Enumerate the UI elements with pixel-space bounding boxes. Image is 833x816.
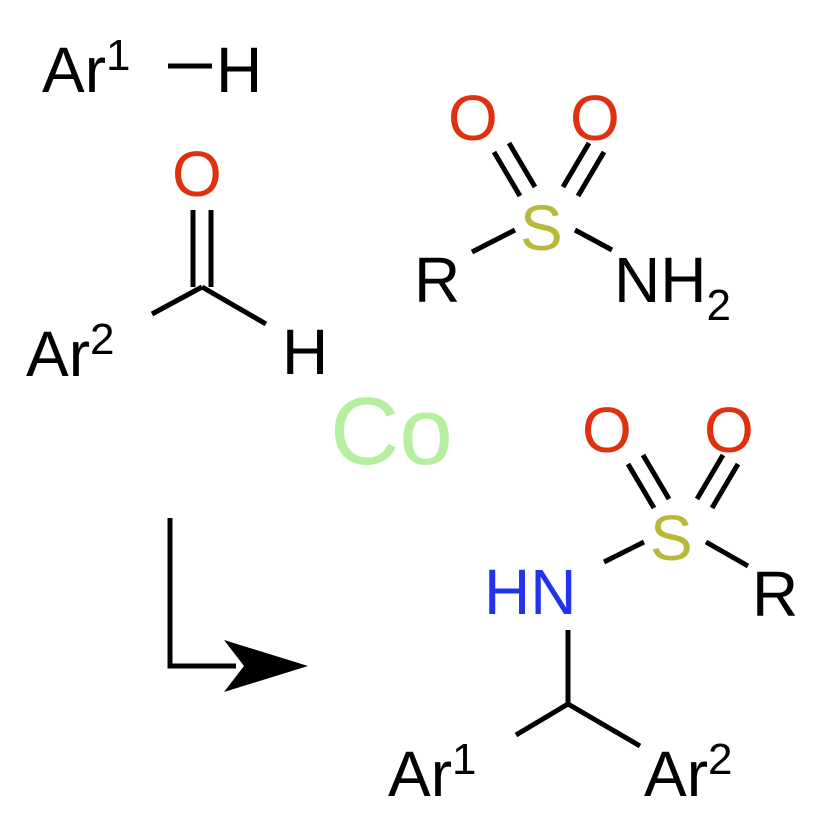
sulfonamide-so-bond-1a (491, 150, 523, 198)
arrow-head (224, 640, 308, 692)
product-sulfur: S (650, 502, 693, 574)
svg-text:NH2: NH2 (614, 244, 731, 330)
arene-superscript: 1 (106, 31, 130, 80)
sulfonamide-sn-bond (573, 227, 614, 253)
aldehyde-superscript: 2 (90, 315, 114, 364)
product-c-ar1-bond (514, 701, 570, 738)
arene-ar: Ar (42, 34, 106, 106)
sulfonamide-reactant: O O S R NH2 (414, 82, 731, 330)
product-sr-bond (704, 539, 750, 569)
product-so-bond-1b (640, 453, 672, 501)
arene-h: H (216, 34, 262, 106)
sulfonamide-rs-bond (470, 227, 517, 255)
aldehyde-h-bond (200, 284, 268, 327)
sulfonamide-oxygen-1: O (448, 82, 498, 154)
product-ar1-superscript: 1 (452, 735, 476, 784)
svg-text:Ar2: Ar2 (644, 735, 732, 810)
product-ar2-superscript: 2 (708, 735, 732, 784)
sulfonamide-so-bond-2a (560, 141, 592, 189)
product-ns-bond (602, 539, 646, 565)
sulfonamide-sulfur: S (520, 192, 563, 264)
sulfonamide-nh: NH (614, 244, 706, 316)
svg-text:Ar1: Ar1 (388, 735, 476, 810)
aldehyde-h: H (282, 316, 328, 388)
aldehyde-oxygen: O (172, 138, 222, 210)
reaction-arrow (167, 518, 308, 692)
svg-text:Ar2: Ar2 (26, 315, 114, 390)
sulfonamide-so-bond-2b (575, 150, 607, 198)
aldehyde-ar-bond (150, 284, 204, 317)
product-so-bond-1a (625, 462, 657, 510)
aldehyde-ar: Ar (26, 318, 90, 390)
product-r: R (752, 558, 798, 630)
catalyst-label: Co (330, 378, 453, 485)
product-c-ar2-bond (566, 701, 642, 749)
svg-text:Ar1: Ar1 (42, 31, 130, 106)
product: O O S R HN Ar1 Ar2 (388, 394, 798, 810)
sulfonamide-so-bond-1b (506, 141, 538, 189)
product-nh: HN (484, 556, 576, 628)
sulfonamide-oxygen-2: O (570, 82, 620, 154)
sulfonamide-r: R (414, 244, 460, 316)
arene-reactant: Ar1 H (42, 31, 262, 106)
product-ar1: Ar (388, 738, 452, 810)
aldehyde-reactant: O Ar2 H (26, 138, 328, 390)
product-oxygen-1: O (582, 394, 632, 466)
product-so-bond-2b (709, 462, 741, 510)
product-so-bond-2a (694, 453, 726, 501)
product-ar2: Ar (644, 738, 708, 810)
sulfonamide-subscript: 2 (706, 281, 730, 330)
arrow-shaft (167, 518, 236, 669)
product-oxygen-2: O (704, 394, 754, 466)
